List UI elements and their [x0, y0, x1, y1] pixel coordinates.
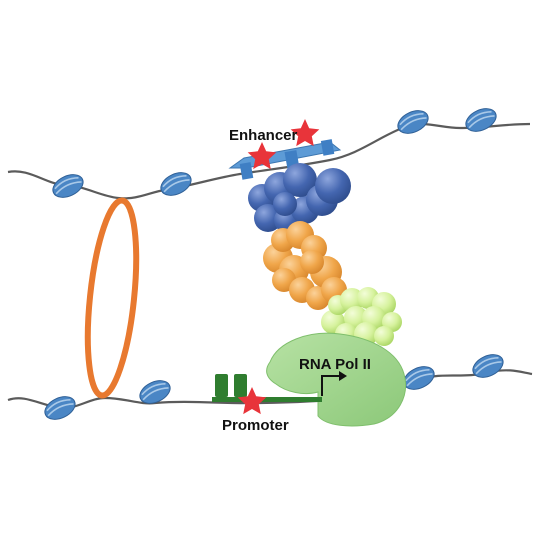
enhancer-label: Enhancer: [229, 127, 298, 144]
nucleosome-icon: [52, 174, 84, 198]
star-icon: [290, 119, 320, 147]
arrowhead-icon: [339, 371, 347, 381]
nucleosome-icon: [403, 366, 435, 390]
promoter-bar: [212, 374, 322, 402]
nucleosome-icon: [465, 108, 497, 132]
rna-pol-ii-label: RNA Pol II: [299, 356, 371, 373]
nucleosome-icon: [139, 380, 171, 404]
coactivator-cluster: [321, 287, 402, 346]
rna-pol-ii-shape: [266, 332, 406, 427]
star-icon: [247, 142, 277, 170]
promoter-label: Promoter: [222, 417, 289, 434]
nucleosome-icon: [44, 396, 76, 420]
transcription-start-arrow-icon: [321, 375, 341, 396]
nucleosome-icon: [472, 354, 504, 378]
nucleosome-icon: [160, 172, 192, 196]
transcription-factor-cluster: [248, 163, 351, 233]
cohesin-ring: [84, 197, 140, 399]
star-icon: [237, 387, 267, 415]
nucleosome-icon: [397, 110, 429, 134]
